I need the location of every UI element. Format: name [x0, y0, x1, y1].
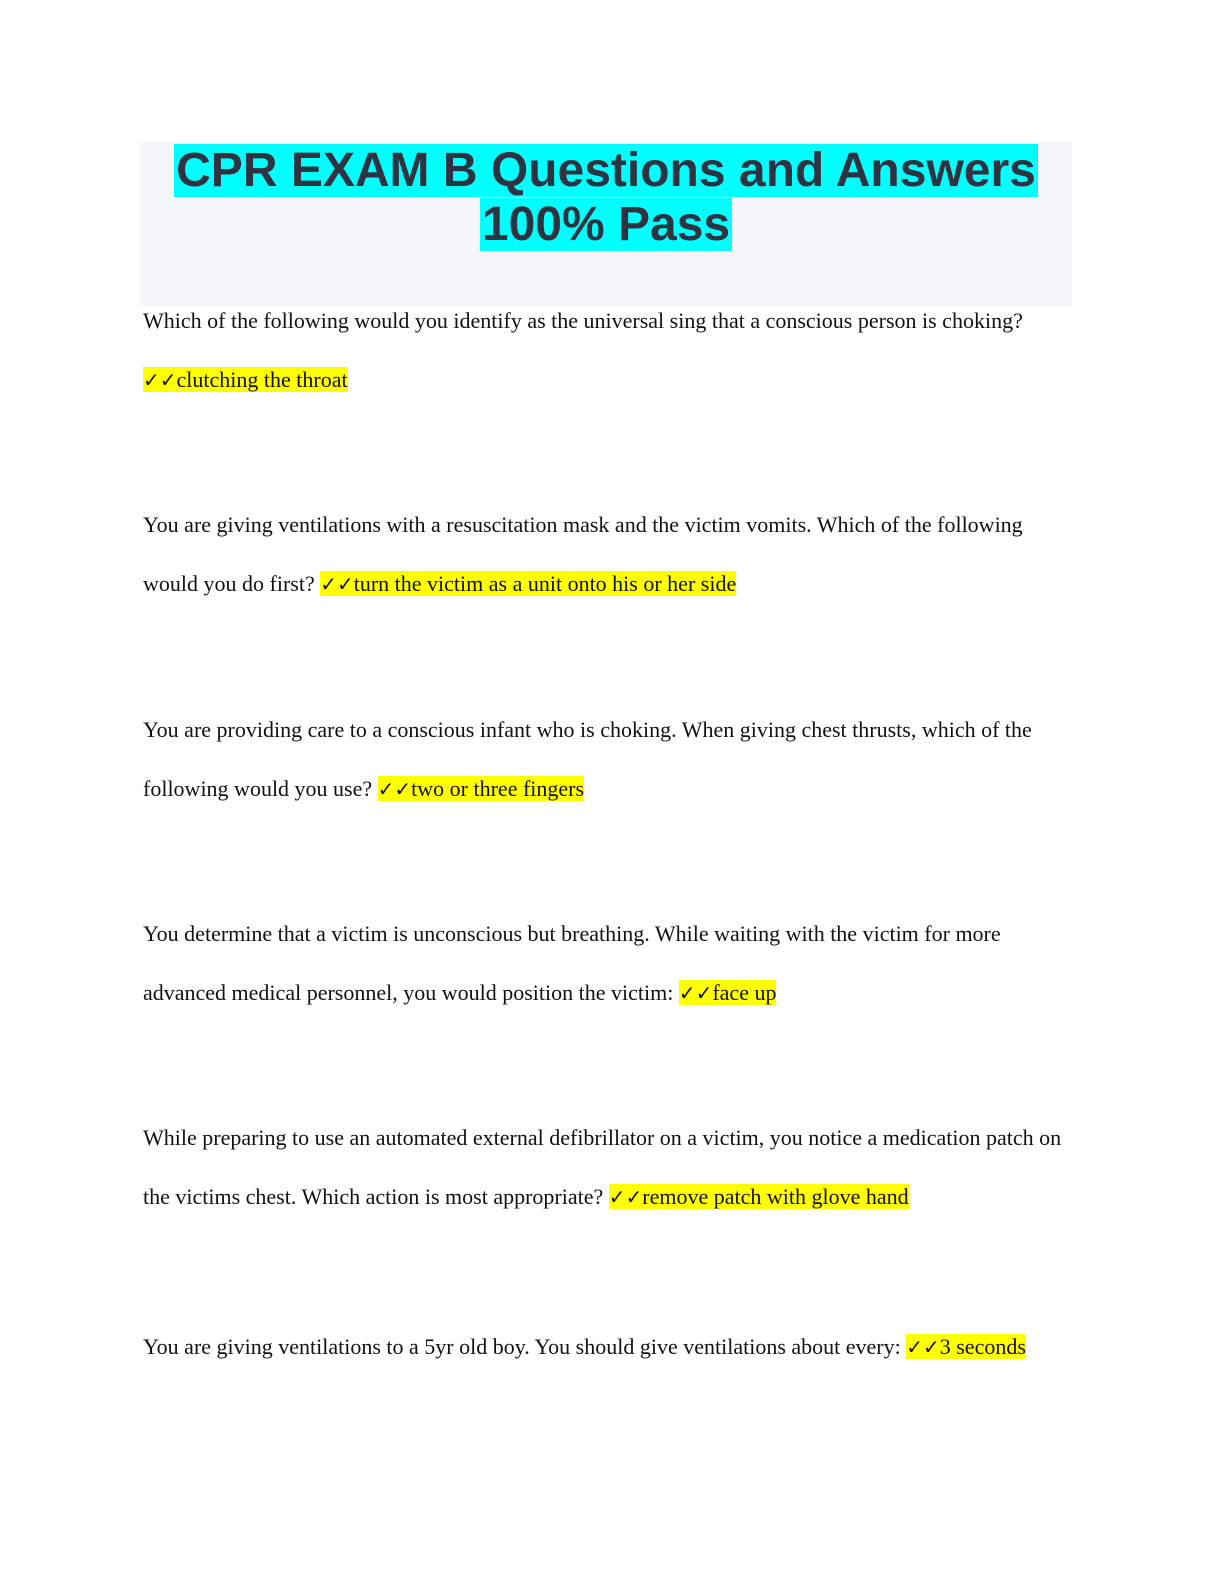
- double-check-icon: ✓✓: [143, 368, 177, 392]
- qa-item-5: While preparing to use an automated exte…: [143, 1108, 1083, 1227]
- question-text: You are giving ventilations to a 5yr old…: [143, 1334, 907, 1359]
- answer-text: face up: [712, 980, 777, 1005]
- question-text: You are giving ventilations with a resus…: [143, 512, 1023, 596]
- question-text: You are providing care to a conscious in…: [143, 717, 1032, 801]
- answer-highlight: ✓✓two or three fingers: [377, 776, 585, 801]
- title-line-1: CPR EXAM B Questions and Answers: [174, 144, 1038, 197]
- title-line-2: 100% Pass: [479, 198, 733, 251]
- double-check-icon: ✓✓: [608, 1185, 643, 1209]
- double-check-icon: ✓✓: [377, 777, 412, 801]
- qa-item-3: You are providing care to a conscious in…: [143, 700, 1083, 819]
- double-check-icon: ✓✓: [906, 1335, 940, 1359]
- answer-text: clutching the throat: [176, 367, 348, 392]
- qa-item-4: You determine that a victim is unconscio…: [143, 904, 1083, 1023]
- answer-highlight: ✓✓remove patch with glove hand: [608, 1184, 909, 1209]
- answer-highlight: ✓✓3 seconds: [906, 1334, 1026, 1359]
- answer-text: two or three fingers: [411, 776, 585, 801]
- question-text: You determine that a victim is unconscio…: [143, 921, 1001, 1005]
- qa-item-1: Which of the following would you identif…: [143, 291, 1083, 410]
- double-check-icon: ✓✓: [678, 981, 713, 1005]
- double-check-icon: ✓✓: [320, 572, 354, 596]
- question-text: Which of the following would you identif…: [143, 308, 1023, 333]
- answer-highlight: ✓✓turn the victim as a unit onto his or …: [320, 571, 737, 596]
- answer-text: turn the victim as a unit onto his or he…: [353, 571, 737, 596]
- answer-text: remove patch with glove hand: [642, 1184, 909, 1209]
- qa-item-2: You are giving ventilations with a resus…: [143, 495, 1083, 614]
- qa-item-6: You are giving ventilations to a 5yr old…: [143, 1317, 1083, 1377]
- title-block: CPR EXAM B Questions and Answers 100% Pa…: [140, 142, 1072, 306]
- document-title: CPR EXAM B Questions and Answers 100% Pa…: [140, 142, 1072, 252]
- answer-text: 3 seconds: [939, 1334, 1026, 1359]
- answer-highlight: ✓✓clutching the throat: [143, 367, 348, 392]
- question-text: While preparing to use an automated exte…: [143, 1125, 1062, 1209]
- answer-highlight: ✓✓face up: [678, 980, 777, 1005]
